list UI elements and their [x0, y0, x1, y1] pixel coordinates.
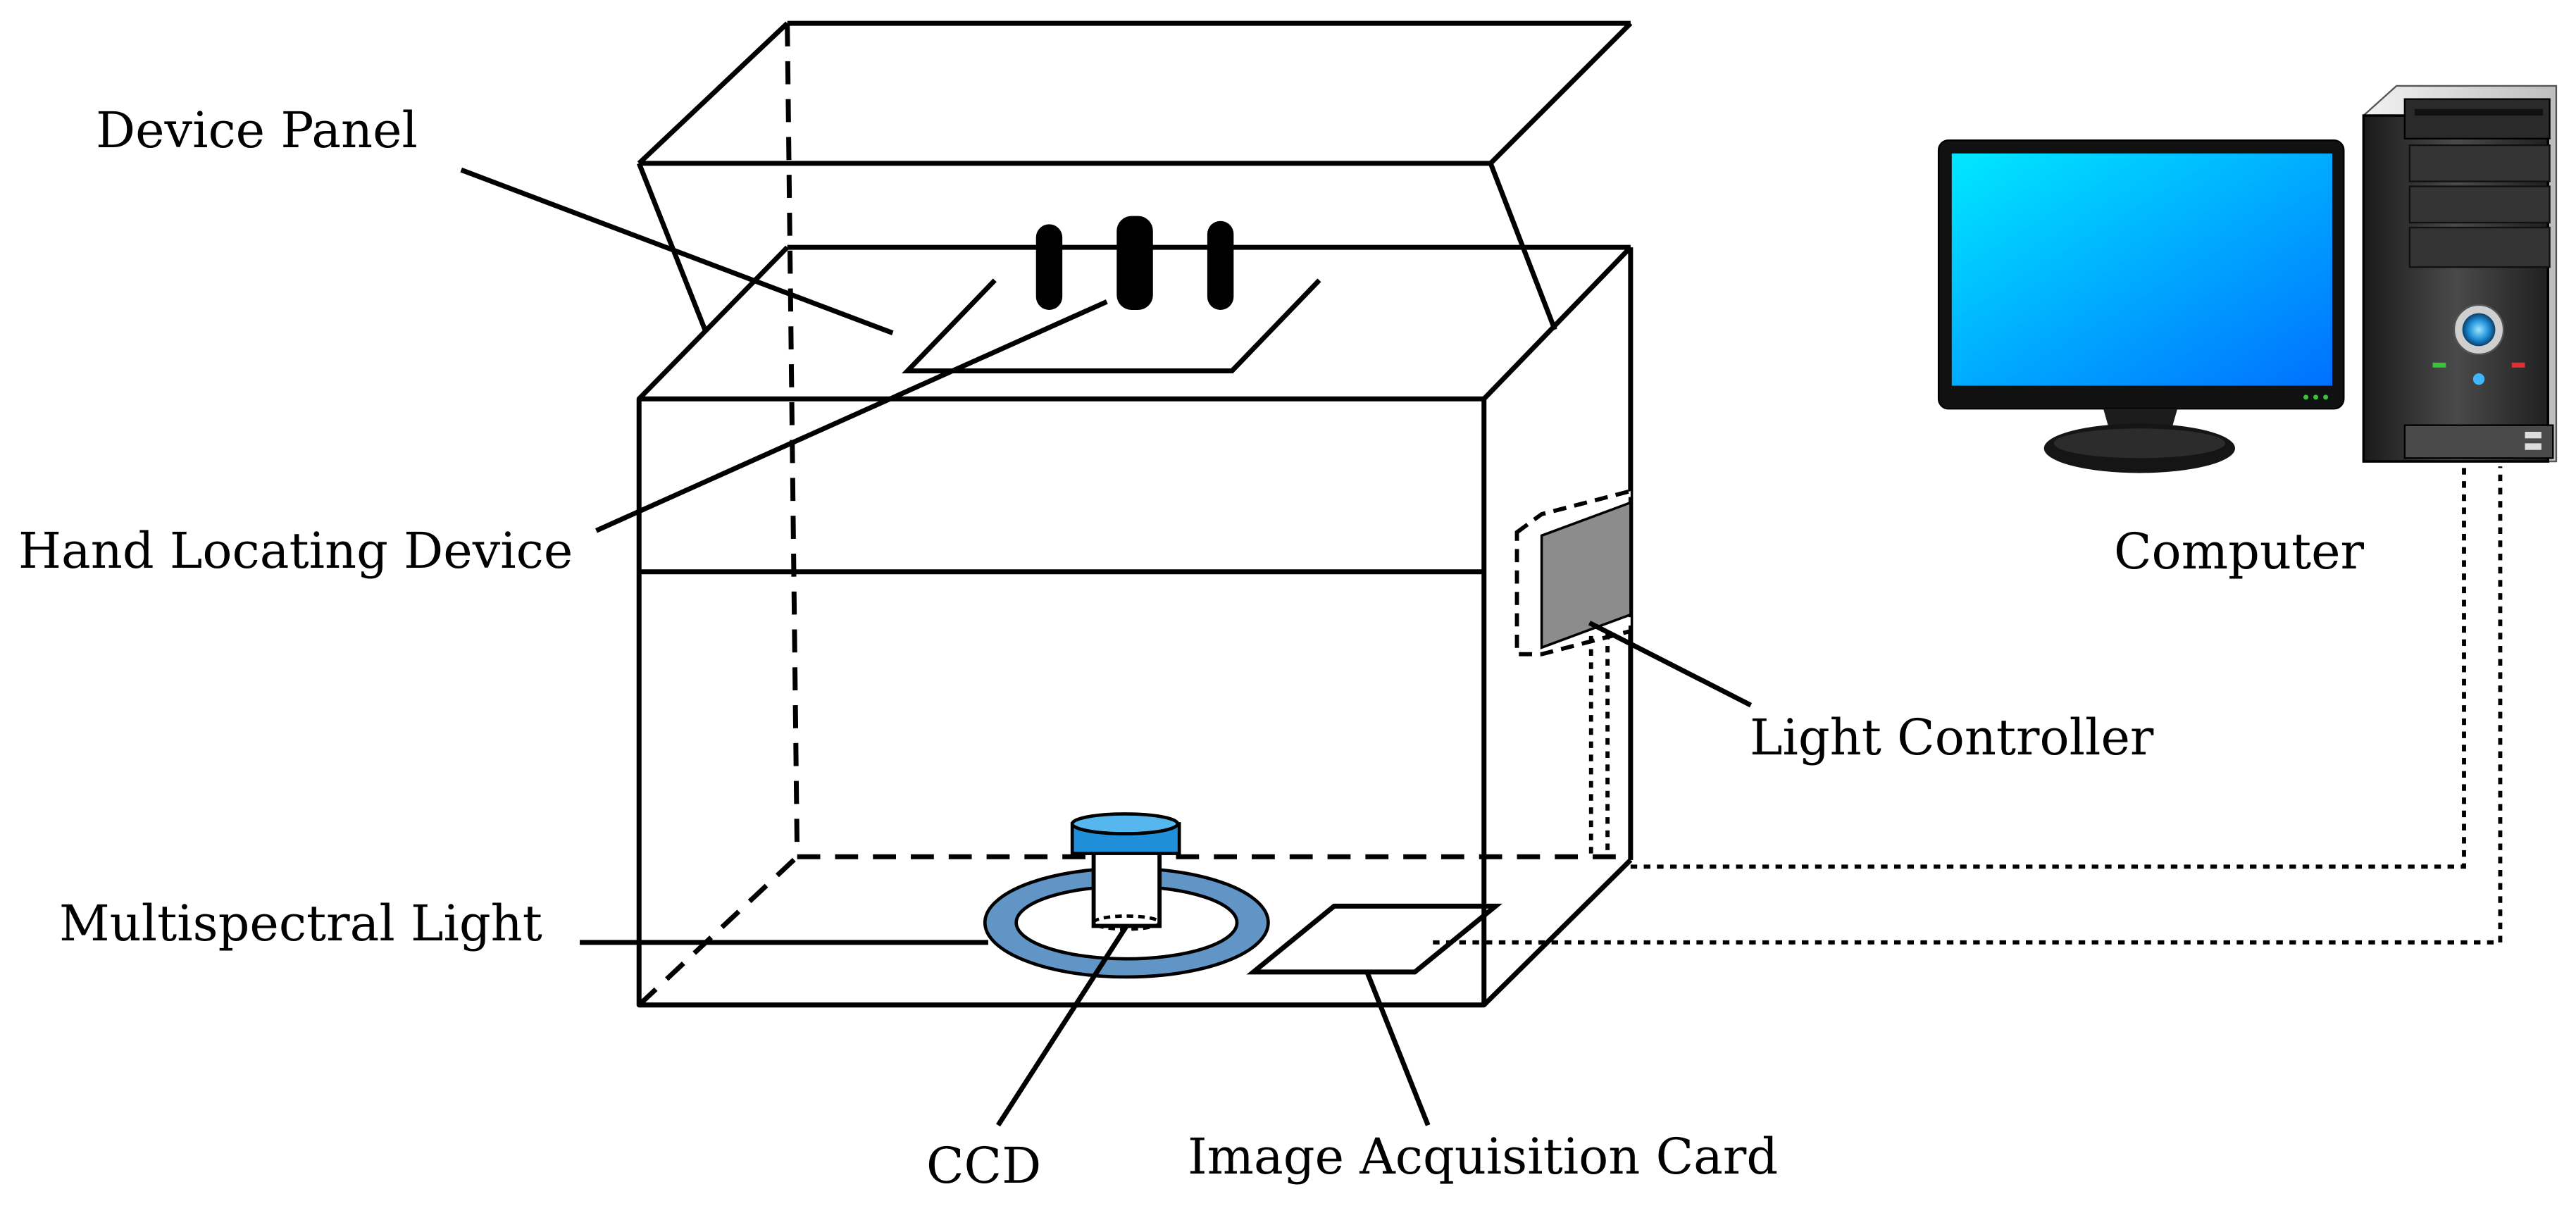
- label-device-panel: Device Panel: [96, 101, 418, 159]
- label-computer: Computer: [2114, 523, 2364, 580]
- device-lid: [636, 20, 1633, 331]
- label-ccd: CCD: [926, 1137, 1042, 1195]
- cables: [1433, 466, 2503, 945]
- leader-hand-locating-device: [595, 299, 1108, 533]
- hand-locating-panel: [902, 278, 1321, 373]
- box-top-left-edge: [637, 245, 790, 401]
- leader-ccd: [996, 924, 1129, 1127]
- monitor-icon: [1937, 139, 2345, 473]
- ccd-camera: [1070, 812, 1181, 931]
- box-top-right-edge: [1482, 245, 1633, 401]
- image-acquisition-card: [1246, 903, 1502, 975]
- label-hand-locating-device: Hand Locating Device: [18, 522, 573, 580]
- hand-locating-pegs: [1035, 216, 1234, 310]
- label-image-acquisition-card: Image Acquisition Card: [1188, 1128, 1779, 1186]
- label-light-controller: Light Controller: [1750, 709, 2154, 766]
- leader-image-acquisition-card: [1364, 971, 1431, 1126]
- label-multispectral-light: Multispectral Light: [59, 895, 542, 952]
- leader-light-controller: [1588, 621, 1753, 708]
- box-front-face: [636, 396, 1487, 1008]
- leader-device-panel: [460, 167, 894, 335]
- computer-tower-icon: [2362, 85, 2558, 463]
- leader-lines: [460, 167, 1753, 1127]
- enclosure-box: [636, 244, 1634, 1008]
- box-bottom-right-edge: [1482, 858, 1633, 1007]
- light-controller: [1514, 488, 1633, 657]
